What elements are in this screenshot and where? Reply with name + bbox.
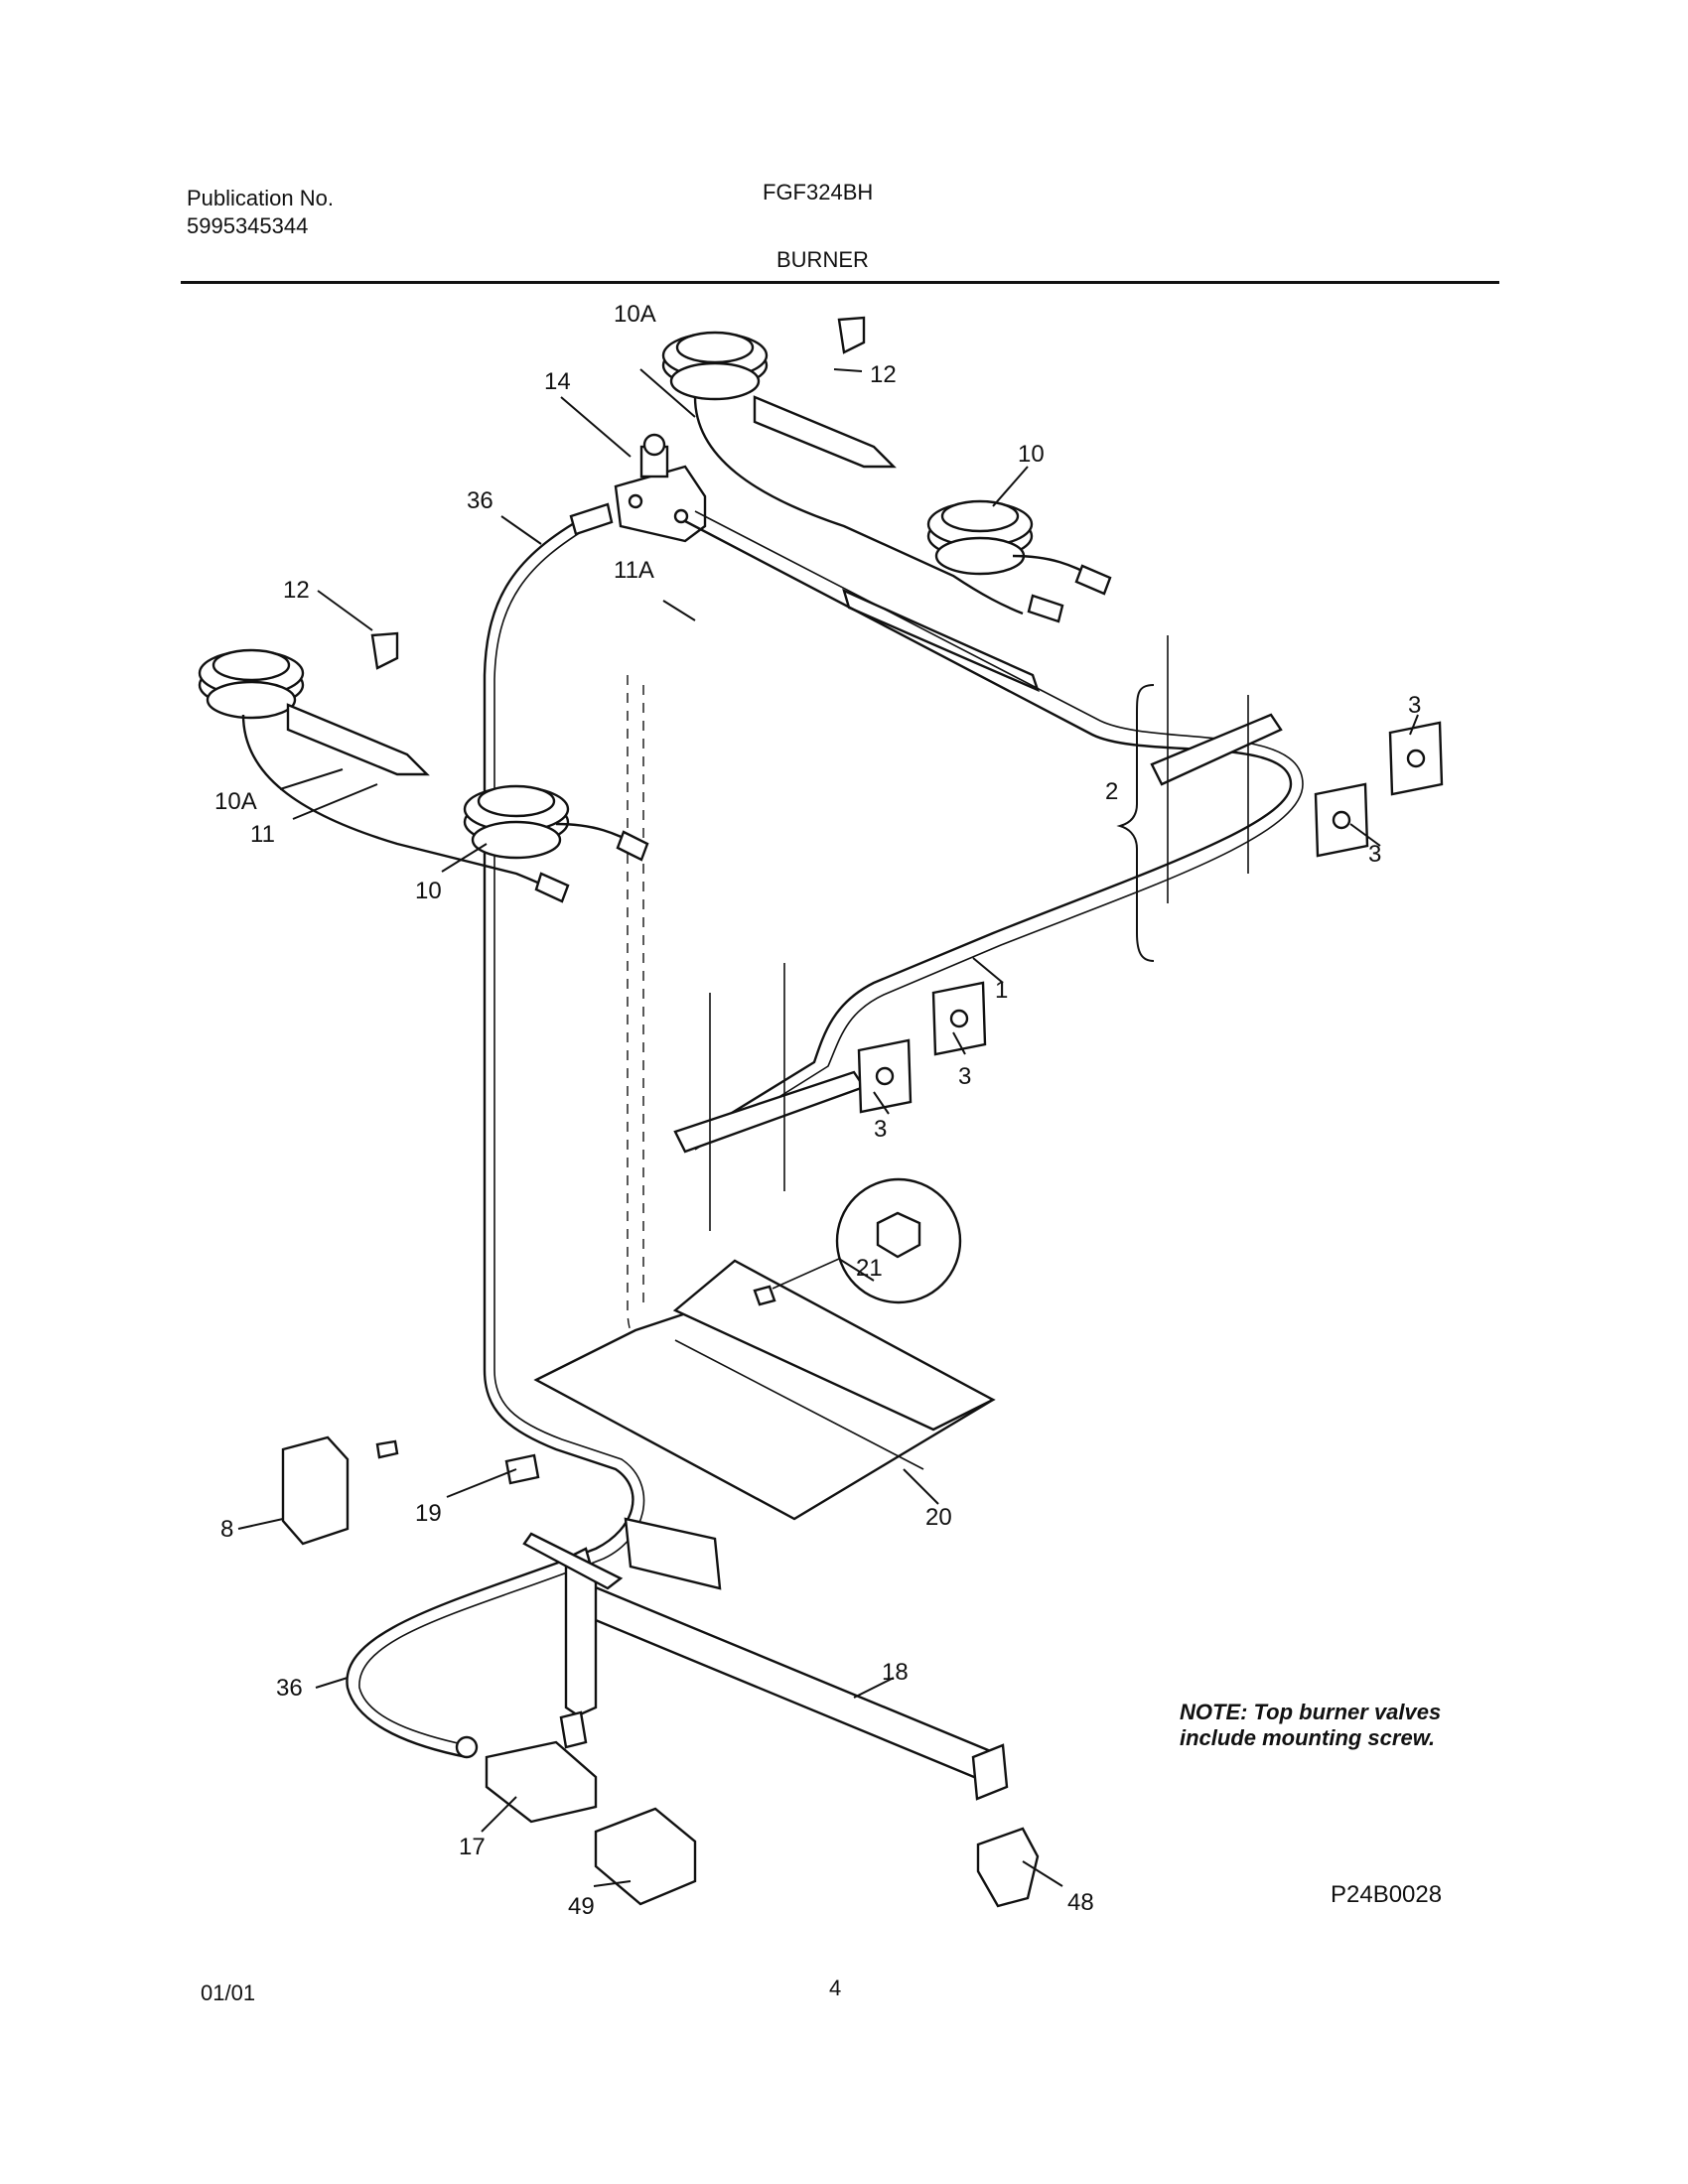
diagram-reference-code: P24B0028 bbox=[1331, 1881, 1443, 1908]
ignitor-12-left bbox=[370, 631, 399, 670]
callout-1: 1 bbox=[995, 977, 1008, 1004]
spark-module-8 bbox=[281, 1435, 350, 1546]
callout-3-a: 3 bbox=[1408, 692, 1421, 719]
gas-tube-36-inner bbox=[358, 523, 645, 1746]
callout-8: 8 bbox=[220, 1516, 233, 1543]
valve-3-b bbox=[1314, 782, 1369, 858]
manifold-1 bbox=[684, 519, 1293, 1144]
pressure-regulator-14 bbox=[569, 433, 707, 543]
callout-11A: 11A bbox=[614, 557, 654, 584]
oven-burner-18-bracket bbox=[522, 1532, 624, 1590]
footer-date: 01/01 bbox=[201, 1980, 256, 2005]
callout-48: 48 bbox=[1067, 1889, 1094, 1916]
callout-3-d: 3 bbox=[874, 1116, 887, 1143]
ignitor-12-right bbox=[837, 316, 866, 354]
valve-3-d bbox=[857, 1038, 913, 1114]
oven-burner-18-tube bbox=[564, 1547, 598, 1717]
callout-19: 19 bbox=[415, 1500, 442, 1527]
callout-3-b: 3 bbox=[1368, 841, 1381, 868]
burner-10-front-left bbox=[463, 784, 570, 860]
screw-lines bbox=[709, 635, 1249, 1231]
bracket-48 bbox=[976, 1827, 1040, 1908]
callout-10A-top: 10A bbox=[614, 301, 656, 328]
nut-21-pointer bbox=[772, 1258, 840, 1290]
leader-lines bbox=[237, 368, 1419, 1887]
callout-10-top: 10 bbox=[1018, 441, 1045, 468]
callout-2: 2 bbox=[1105, 778, 1118, 805]
callout-12-top: 12 bbox=[870, 361, 897, 388]
callout-11: 11 bbox=[250, 821, 275, 848]
callout-49: 49 bbox=[568, 1893, 595, 1920]
oven-valve-17 bbox=[485, 1740, 598, 1824]
nut-21-small bbox=[753, 1285, 776, 1306]
callout-21: 21 bbox=[856, 1255, 883, 1282]
orifice-left-1 bbox=[534, 872, 570, 903]
callout-14: 14 bbox=[544, 368, 571, 395]
header-rule bbox=[181, 281, 1499, 284]
burner-shield-20-top bbox=[672, 1259, 996, 1432]
manifold-bracket-left bbox=[673, 1070, 866, 1154]
bracket-11-left bbox=[286, 703, 430, 776]
callout-10A-left: 10A bbox=[214, 788, 257, 815]
callout-36-top: 36 bbox=[467, 487, 493, 514]
oven-burner-18-mount bbox=[971, 1743, 1009, 1801]
pilot-line bbox=[627, 675, 686, 1391]
publication-number: 5995345344 bbox=[187, 213, 309, 238]
valve-3-c bbox=[931, 981, 987, 1056]
brace-2 bbox=[1116, 684, 1155, 962]
burner-tube-right-rear bbox=[693, 396, 1024, 615]
orifice-right-1 bbox=[1027, 594, 1064, 623]
nut-21 bbox=[876, 1211, 921, 1259]
crossover-tube-11A bbox=[842, 588, 1040, 693]
callout-10-left: 10 bbox=[415, 878, 442, 904]
clip-8-small bbox=[375, 1439, 399, 1459]
valve-17-fitting bbox=[455, 1735, 479, 1759]
bracket-11-right bbox=[753, 395, 897, 469]
publication-label: Publication No. bbox=[187, 186, 334, 210]
shield-rod bbox=[674, 1339, 924, 1470]
manifold-bracket-right bbox=[1150, 713, 1283, 786]
oven-burner-18 bbox=[584, 1581, 1000, 1789]
model-number: FGF324BH bbox=[763, 180, 874, 205]
bracket-49 bbox=[594, 1807, 697, 1906]
burner-10A-rear-right bbox=[661, 331, 769, 401]
callout-3-c: 3 bbox=[958, 1063, 971, 1090]
orifice-left-2 bbox=[616, 830, 649, 862]
igniter-plate bbox=[624, 1517, 722, 1590]
orifice-right-2 bbox=[1074, 564, 1112, 596]
burner-10A-rear-left bbox=[198, 648, 305, 720]
callout-20: 20 bbox=[925, 1504, 952, 1531]
callout-36-bottom: 36 bbox=[276, 1675, 303, 1702]
callout-17: 17 bbox=[459, 1834, 486, 1860]
valve-17-orifice bbox=[559, 1710, 588, 1749]
valve-3-a bbox=[1388, 721, 1444, 796]
callout-18: 18 bbox=[882, 1659, 909, 1686]
callout-12-left: 12 bbox=[283, 577, 310, 604]
section-title: BURNER bbox=[776, 247, 869, 272]
mounting-screw-note: NOTE: Top burner valves include mounting… bbox=[1180, 1700, 1442, 1750]
burner-10-front-right bbox=[926, 499, 1034, 576]
manifold-1-inner bbox=[694, 510, 1304, 1151]
connector-19 bbox=[504, 1453, 540, 1485]
page-number: 4 bbox=[829, 1976, 842, 2000]
